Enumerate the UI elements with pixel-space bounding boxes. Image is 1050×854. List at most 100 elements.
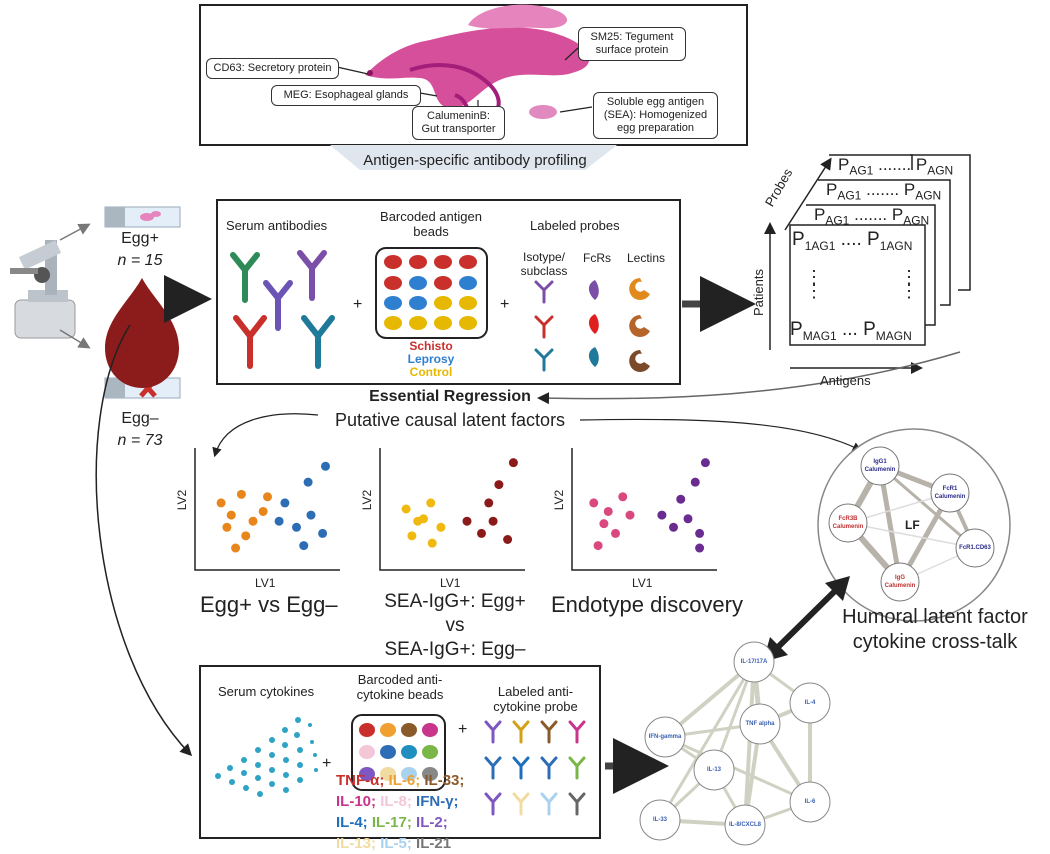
cytokine-bead-tray	[351, 714, 446, 791]
anticytokine-probe	[568, 756, 586, 780]
cytokine-bead	[401, 723, 417, 737]
cytokine-node-label: IL-8/CXCL8	[728, 822, 761, 828]
scatter-point-p1-s1-3	[236, 489, 246, 499]
cytokine-name: TNF-α;	[336, 772, 389, 789]
scatter-point-p3-s1-3	[618, 492, 628, 502]
egg-pos-label: Egg+	[121, 230, 159, 247]
anticytokine-probe-icons	[484, 720, 586, 816]
cyto-plus-2: +	[458, 721, 468, 738]
legend-control: Control	[409, 365, 453, 379]
anticytokine-probe	[484, 720, 502, 744]
scatter-point-p2-s2-2	[484, 498, 494, 508]
scatter-point-p1-s1-5	[222, 522, 232, 532]
sea-label: Soluble egg antigen (SEA): Homogenized e…	[593, 92, 718, 139]
plus-sign-1: +	[353, 296, 363, 313]
cytokine-node-label: IL-6	[804, 799, 816, 805]
lectin-icons	[629, 278, 650, 372]
scatter-point-p2-s1-4	[436, 522, 446, 532]
matrix-row-last: PMAG1 ... PMAGN	[790, 319, 912, 343]
cytokine-node-label: TNF alpha	[745, 721, 775, 727]
scatter-point-p2-s1-6	[427, 538, 437, 548]
scatter-point-p1-s2-4	[292, 522, 301, 532]
scatter-point-p2-s2-6	[488, 516, 498, 526]
cytokine-bead	[380, 767, 396, 781]
cytokine-beads-label: Barcoded anti-cytokine beads	[356, 672, 444, 702]
cytokine-name: IFN-γ;	[416, 793, 459, 810]
scatter-point-p3-s2-5	[695, 528, 705, 538]
scatter-point-p3-s1-6	[593, 541, 603, 551]
scatter-point-p2-s1-3	[426, 498, 436, 508]
plus-sign-2: +	[500, 296, 510, 313]
scatter-point-p2-s2-1	[462, 516, 472, 526]
latent-node-label: FcR1.CD63	[959, 545, 991, 551]
matrix-vdots-right: ⋮⋮	[900, 267, 918, 301]
anticytokine-probe	[540, 720, 558, 744]
anticytokine-probe	[512, 756, 530, 780]
plot2-caption: SEA-IgG+: Egg+ vs SEA-IgG+: Egg–	[384, 591, 526, 660]
microscope-icon	[10, 240, 76, 339]
plot3-caption: Endotype discovery	[551, 592, 743, 617]
matrix-layer-3: PAG1 ....... PAGN	[838, 155, 954, 178]
anticytokine-probe	[540, 792, 558, 816]
scatter-point-p1-s1-1	[216, 498, 226, 508]
cytokine-network-nodes	[639, 641, 831, 846]
cytokine-bead	[422, 767, 438, 781]
scatter-point-p2-s2-3	[494, 480, 504, 490]
antigen-bead-tray	[375, 247, 488, 339]
scatter-point-p1-s1-7	[258, 506, 268, 516]
cytokine-bead	[422, 723, 438, 737]
isotype-label: Isotype/ subclass	[520, 250, 568, 278]
cytokine-bead	[380, 723, 396, 737]
cytokine-node-label: IL-13	[706, 767, 721, 773]
anticytokine-probe	[568, 792, 586, 816]
cytokine-name: IL-4;	[336, 814, 372, 831]
scatter-point-p3-s2-8	[695, 543, 705, 553]
egg-pos-n: n = 15	[117, 252, 163, 269]
egg-neg-n: n = 73	[117, 432, 163, 449]
cytokine-bead	[422, 745, 438, 759]
plot1-caption: Egg+ vs Egg–	[200, 592, 338, 617]
latent-factor-center: LF	[905, 518, 920, 532]
cytokine-node-label: IFN-gamma	[648, 734, 682, 740]
antigen-profiling-caption: Antigen-specific antibody profiling	[363, 152, 587, 169]
cytokine-bead	[401, 767, 417, 781]
scatter-point-p3-s1-7	[625, 510, 635, 520]
cyto-plus-1: +	[322, 755, 332, 772]
cytokine-name: IL-2;	[416, 814, 448, 831]
scatter-point-p1-s1-2	[226, 510, 236, 520]
plot1-xlabel: LV1	[255, 576, 276, 590]
cytokine-dots	[215, 717, 318, 797]
plot3-ylabel: LV2	[552, 489, 567, 511]
cytokine-bead	[401, 745, 417, 759]
cytokine-name: IL-17;	[371, 814, 417, 831]
anticytokine-probe	[484, 792, 502, 816]
antigen-beads-label: Barcoded antigen beads	[380, 209, 482, 239]
calumenin-label: CalumeninB: Gut transporter	[412, 106, 505, 140]
anticytokine-probe	[512, 720, 530, 744]
antibody-icons	[230, 250, 335, 369]
latent-factors-subtitle: Putative causal latent factors	[334, 410, 566, 430]
scatter-point-p3-s1-1	[589, 498, 599, 508]
blood-drop-icon	[105, 278, 179, 388]
matrix-vdots-left: ⋮⋮	[805, 267, 823, 301]
slide-egg-pos-icon	[104, 206, 181, 228]
cytokine-name: IL-5;	[380, 835, 417, 852]
cytokine-list: TNF-α; IL-6; IL-33; IL-10; IL-8; IFN-γ; …	[336, 770, 486, 854]
anticytokine-probe	[568, 720, 586, 744]
cytokine-name: IL-6;	[388, 772, 425, 789]
cytokine-probe-label: Labeled anti-cytokine probe	[493, 684, 578, 714]
plot2-ylabel: LV2	[360, 489, 375, 511]
scatter-point-p1-s2-5	[318, 528, 328, 538]
scatter-point-p1-s2-8	[274, 516, 284, 526]
anticytokine-probe	[540, 756, 558, 780]
scatter-axes	[194, 448, 717, 571]
latent-network-nodes	[828, 446, 995, 602]
meg-label: MEG: Esophageal glands	[271, 85, 421, 106]
anticytokine-probe	[484, 756, 502, 780]
antigen-beads	[384, 255, 477, 330]
matrix-row-first: P1AG1 .... P1AGN	[792, 229, 913, 253]
scatter-point-p3-s2-4	[669, 522, 678, 532]
